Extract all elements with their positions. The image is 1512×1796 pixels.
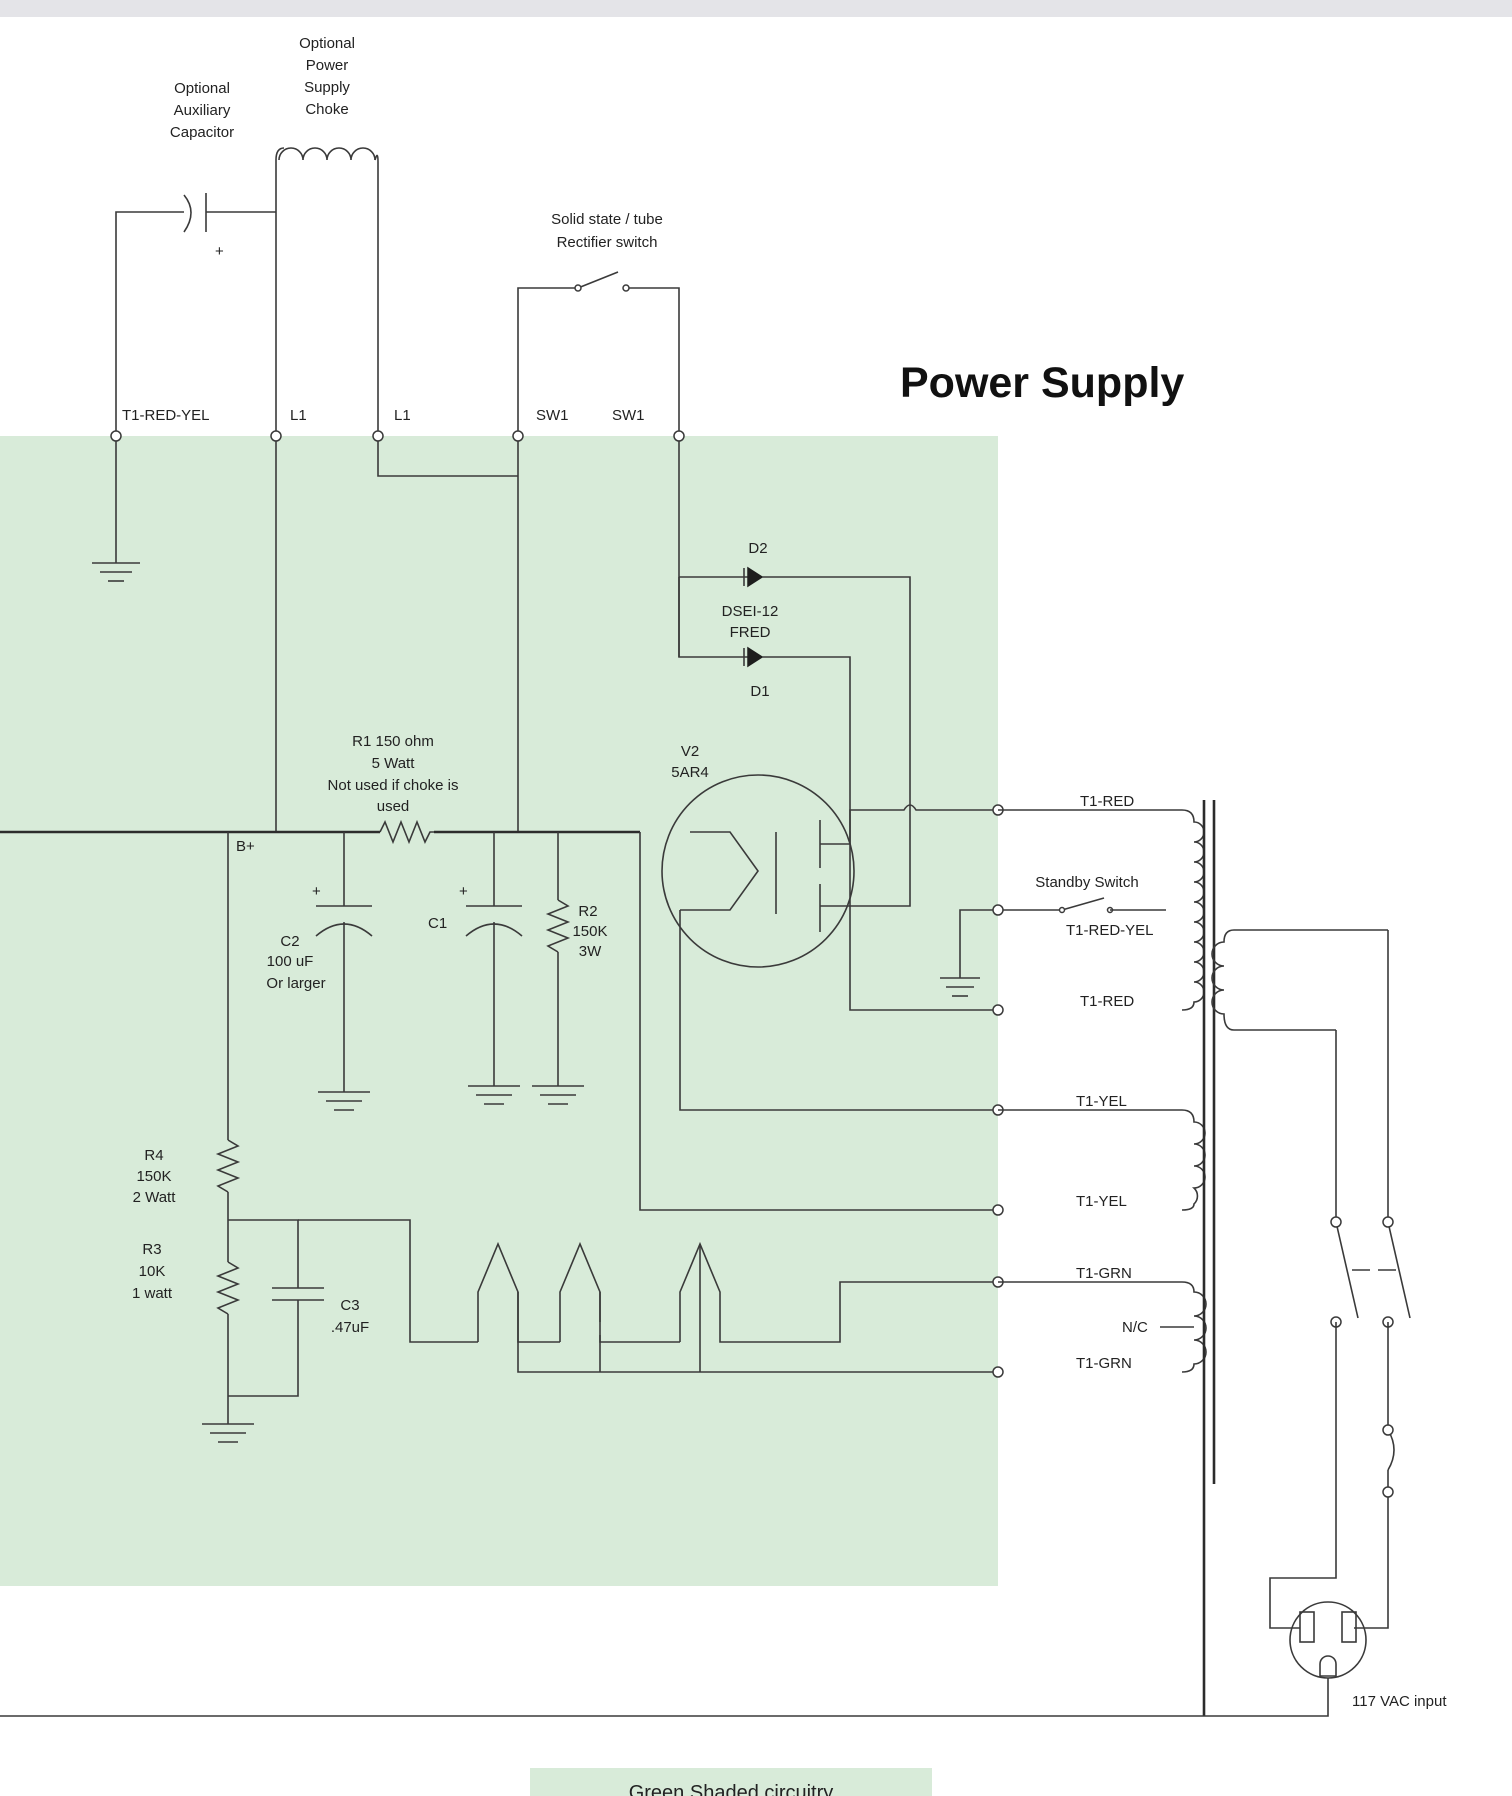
svg-text:Auxiliary: Auxiliary [174,102,231,119]
r4-label: R4 150K 2 Watt [133,1147,177,1206]
svg-text:V2: V2 [681,743,699,760]
transformer-core [1202,800,1216,1716]
power-supply-choke [275,147,379,436]
terminal-t1-red-yel: T1-RED-YEL [122,407,210,424]
svg-text:C3: C3 [340,1297,359,1314]
terminal-l1-b: L1 [394,407,411,424]
svg-text:100 uF: 100 uF [267,953,314,970]
svg-text:3W: 3W [579,943,602,960]
aux-cap-plus: + [215,243,224,260]
page-title: Power Supply [900,359,1184,407]
svg-text:FRED: FRED [730,624,771,641]
wire-t1-yel-1: T1-YEL [1076,1093,1127,1110]
wire-t1-red-yel: T1-RED-YEL [1066,922,1154,939]
green-shaded-region [0,436,998,1586]
ground-red-yel [92,436,140,582]
ac-plug-icon [1204,1601,1367,1717]
transformer-primary [1211,929,1388,1031]
svg-text:Supply: Supply [304,79,350,96]
standby-switch-label: Standby Switch [1035,874,1138,891]
r2-label: R2 150K 3W [572,903,607,960]
svg-text:Optional: Optional [174,80,230,97]
svg-text:1 watt: 1 watt [132,1285,173,1302]
resistor-r3 [215,1261,241,1315]
svg-text:Not used if choke is: Not used if choke is [328,777,459,794]
svg-text:DSEI-12: DSEI-12 [722,603,779,620]
fuse [1354,1322,1395,1629]
rectifier-switch-label: Solid state / tube Rectifier switch [551,211,663,251]
transformer-secondary-fil-5v [998,1109,1206,1211]
svg-text:Solid state / tube: Solid state / tube [551,211,663,228]
terminal-nodes [110,430,1004,1378]
vac-input-label: 117 VAC input [1352,1693,1447,1710]
svg-text:Or larger: Or larger [266,975,325,992]
svg-text:Optional: Optional [299,35,355,52]
c1-label: C1 [428,915,447,932]
v2-label: V2 5AR4 [671,743,709,781]
c3-label: C3 .47uF [331,1297,369,1336]
svg-text:Capacitor: Capacitor [170,124,234,141]
svg-text:.47uF: .47uF [331,1319,369,1336]
diode-type-label: DSEI-12 FRED [722,603,779,641]
svg-text:R3: R3 [142,1241,161,1258]
standby-switch [940,897,1166,997]
heater-filaments [298,1219,998,1373]
terminal-sw1-b: SW1 [612,407,645,424]
wire-t1-grn-1: T1-GRN [1076,1265,1132,1282]
choke-label: Optional Power Supply Choke [299,35,355,118]
capacitor-c1 [465,832,523,1105]
terminal-sw1-a: SW1 [536,407,569,424]
wire-t1-red-2: T1-RED [1080,993,1134,1010]
rectifier-tube-v2 [639,774,998,1211]
resistor-r4 [215,1139,241,1193]
svg-text:used: used [377,798,410,815]
svg-text:5 Watt: 5 Watt [372,755,416,772]
b-plus-label: B+ [236,838,255,855]
ground-r3 [202,1423,254,1443]
wire-t1-yel-2: T1-YEL [1076,1193,1127,1210]
d2-label: D2 [748,540,767,557]
rectifier-switch [517,271,680,436]
transformer-secondary-fil-6v [998,1281,1207,1373]
svg-text:Choke: Choke [305,101,348,118]
resistor-r2 [532,832,584,1105]
svg-text:2 Watt: 2 Watt [133,1189,177,1206]
c1-plus: + [459,883,468,900]
aux-cap-label: Optional Auxiliary Capacitor [170,80,234,141]
svg-text:150K: 150K [136,1168,171,1185]
svg-text:R1 150 ohm: R1 150 ohm [352,733,434,750]
power-switch [1330,930,1411,1328]
c2-plus: + [312,883,321,900]
resistor-r1 [379,819,434,845]
svg-text:C2: C2 [280,933,299,950]
c2-label: C2 100 uF Or larger [266,933,325,992]
r1-label: R1 150 ohm 5 Watt Not used if choke is u… [328,733,459,815]
svg-text:Power: Power [306,57,349,74]
wire-nc: N/C [1122,1319,1148,1336]
svg-text:Rectifier switch: Rectifier switch [557,234,658,251]
d1-label: D1 [750,683,769,700]
svg-text:R4: R4 [144,1147,163,1164]
svg-text:5AR4: 5AR4 [671,764,709,781]
capacitor-c2 [315,832,373,1111]
wire-t1-red-1: T1-RED [1080,793,1134,810]
diode-d2 [679,566,911,907]
r3-label: R3 10K 1 watt [132,1241,173,1302]
terminal-l1-a: L1 [290,407,307,424]
aux-capacitor [115,193,276,436]
svg-text:150K: 150K [572,923,607,940]
svg-text:10K: 10K [139,1263,166,1280]
window-top-bar [0,0,1512,17]
legend-box [530,1768,932,1796]
wire-t1-grn-2: T1-GRN [1076,1355,1132,1372]
svg-text:R2: R2 [578,903,597,920]
legend-text: Green Shaded circuitry [629,1782,834,1796]
